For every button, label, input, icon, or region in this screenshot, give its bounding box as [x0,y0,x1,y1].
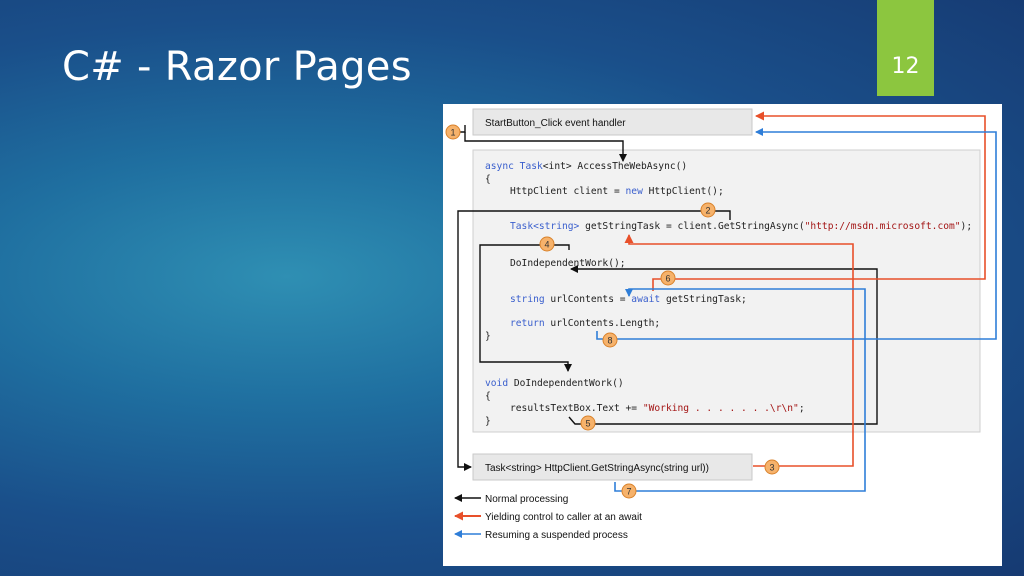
void-signature-rest: DoIndependentWork() [508,378,624,389]
step-4-label: 4 [544,240,549,250]
code-close-brace-2: } [485,416,491,427]
arrow-4-top [556,244,570,250]
working-string: "Working . . . . . . .\r\n" [643,403,799,414]
step-badge-6: 6 [660,270,676,286]
arrow-1 [464,132,627,162]
url-string: "http://msdn.microsoft.com" [805,221,961,232]
page-number-tab: 12 [877,0,934,96]
return-rest: urlContents.Length; [545,318,661,329]
code-open-brace-1: { [485,174,491,185]
await-mid: urlContents = [545,294,632,305]
step-3-label: 3 [769,463,774,473]
code-close-brace-1: } [485,331,491,342]
arrow-8 [596,128,997,340]
legend: Normal processing Yielding control to ca… [454,494,642,541]
httpclient-b: HttpClient(); [643,186,724,197]
step-badge-5: 5 [580,415,596,431]
top-box [472,108,753,136]
kw-string: string [510,294,545,305]
async-flow-diagram: StartButton_Click event handler async Ta… [443,104,1002,566]
page-number: 12 [891,54,920,79]
code-line-gettask: Task<string> getStringTask = client.GetS… [510,221,972,232]
step-badge-4: 4 [539,236,555,252]
step-7-label: 7 [626,487,631,497]
step-5-label: 5 [585,419,590,429]
code-line-return: return urlContents.Length; [510,318,660,329]
legend-label-yield: Yielding control to caller at an await [485,512,642,523]
step-2-label: 2 [705,206,710,216]
code-line-resultstext: resultsTextBox.Text += "Working . . . . … [510,403,805,414]
bottom-box [472,453,753,481]
arrow-3 [624,234,854,467]
httpclient-a: HttpClient client = [510,186,626,197]
arrow-6 [652,111,986,291]
type-task-2: Task [510,221,533,232]
code-panel [472,149,981,433]
arrow-4 [479,244,572,372]
gettask-end: ); [961,221,973,232]
bottom-box-label: Task<string> HttpClient.GetStringAsync(s… [485,463,709,474]
step-8-label: 8 [607,336,612,346]
legend-label-normal: Normal processing [485,494,568,505]
step-1-label: 1 [450,128,455,138]
step-badge-2: 2 [700,202,716,218]
step-badge-1: 1 [445,124,461,140]
step-badge-3: 3 [764,459,780,475]
arrow-2 [457,210,731,471]
step-badge-7: 7 [621,483,637,499]
arrow-7 [614,288,866,492]
kw-async: async [485,161,514,172]
legend-label-resume: Resuming a suspended process [485,530,628,541]
kw-void: void [485,378,508,389]
code-line-await: string urlContents = await getStringTask… [510,294,747,305]
code-line-doindependentwork-call: DoIndependentWork(); [510,258,626,269]
gettask-rest: getStringTask = client.GetStringAsync( [579,221,804,232]
step-6-label: 6 [665,274,670,284]
resultstext-end: ; [799,403,805,414]
kw-new: new [626,186,644,197]
top-box-label: StartButton_Click event handler [485,118,626,129]
code-line-signature: async Task<int> AccessTheWebAsync() [485,161,687,172]
resultstext-a: resultsTextBox.Text += [510,403,643,414]
code-line-void-signature: void DoIndependentWork() [485,378,624,389]
await-end: getStringTask; [660,294,747,305]
signature-rest: <int> AccessTheWebAsync() [543,161,687,172]
kw-await: await [631,294,660,305]
type-task: Task [520,161,543,172]
step-badge-8: 8 [602,332,618,348]
arrow-5 [568,265,878,425]
kw-return: return [510,318,545,329]
diagram-canvas: StartButton_Click event handler async Ta… [445,108,997,541]
code-open-brace-2: { [485,391,491,402]
code-line-httpclient: HttpClient client = new HttpClient(); [510,186,724,197]
slide-title: C# - Razor Pages [62,44,412,90]
generic-string: <string> [533,221,579,232]
